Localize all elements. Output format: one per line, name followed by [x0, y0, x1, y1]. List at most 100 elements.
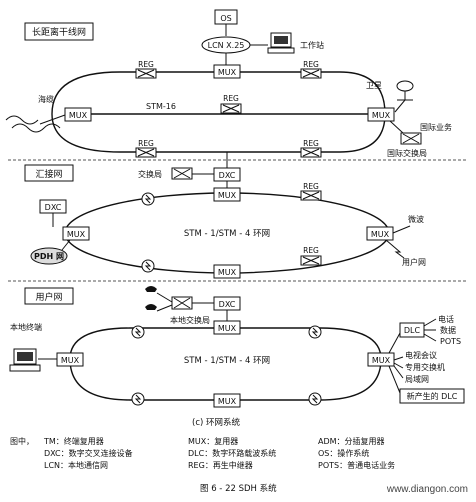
mux-top-label: MUX — [218, 68, 237, 77]
mux-left-label: MUX — [69, 111, 88, 120]
intl-service-label: 国际业务 — [420, 122, 452, 132]
reg-hub-bottom-label: REG — [303, 246, 319, 255]
mux-hub-bottom-label: MUX — [218, 268, 237, 277]
pdh-label: PDH 网 — [34, 252, 64, 261]
hub-ring-label: STM - 1/STM - 4 环网 — [184, 229, 270, 239]
mux-right-label: MUX — [372, 111, 391, 120]
local-exchange-icon — [173, 297, 191, 309]
watermark: www.diangon.com — [386, 484, 468, 495]
hub-section: 汇接网 交换局 DXC MUX MUX DXC MUX PDH 网 MUX 微波… — [24, 164, 426, 279]
user-net-arrow — [385, 239, 405, 259]
workstation-icon — [267, 32, 295, 54]
lightning-icon-2 — [144, 261, 152, 271]
long-distance-section: 长距离干线网 OS LCN X.25 工作站 MUX REG REG STM-1 — [5, 9, 452, 168]
mux-top — [213, 64, 241, 79]
mux-user-bottom-label: MUX — [218, 397, 237, 406]
stm16-label: STM-16 — [146, 102, 176, 111]
subfigure-caption: (c) 环网系统 — [192, 417, 241, 428]
dxc-hub-label: DXC — [219, 171, 236, 180]
mux-user-right-label: MUX — [372, 356, 391, 365]
dxc-user-label: DXC — [219, 300, 236, 309]
lightning-icon-6 — [311, 394, 319, 404]
private-exchange-label: 专用交换机 — [405, 362, 445, 372]
reg-mid-icon — [222, 104, 240, 113]
dlc-fanout — [423, 318, 437, 342]
pdh-ellipse — [30, 247, 68, 265]
lightning-icon-1 — [144, 194, 152, 204]
figure-title: 图 6 - 22 SDH 系统 — [200, 483, 277, 494]
mux-hub-left-label: MUX — [67, 230, 86, 239]
pots-label: POTS — [440, 337, 461, 346]
mux-hub-right — [366, 226, 394, 241]
legend-cell: LCN：本地通信网 — [44, 460, 108, 470]
workstation-label: 工作站 — [300, 40, 324, 50]
mux-hub-bottom — [213, 264, 241, 279]
local-exchange-label: 本地交换局 — [170, 315, 210, 325]
new-dlc-label: 新产生的 DLC — [407, 391, 458, 401]
tv-conference-label: 电视会议 — [405, 350, 437, 360]
new-dlc-link — [388, 365, 401, 394]
section-label-box — [24, 22, 94, 41]
legend-cell: POTS：普通电话业务 — [318, 460, 395, 470]
mux-right — [367, 107, 395, 122]
intl-exchange-label: 国际交换局 — [387, 148, 427, 158]
intl-exchange-link — [389, 120, 404, 134]
reg-tl-icon — [137, 69, 155, 78]
reg-bl-icon — [137, 148, 155, 157]
mux-hub-right-label: MUX — [371, 230, 390, 239]
outer-ring-bottom — [51, 113, 386, 153]
local-terminal-label: 本地终端 — [10, 322, 42, 332]
legend-cell: DLC：数字环路载波系统 — [188, 448, 276, 458]
reg-br-icon — [302, 148, 320, 157]
submarine-cable-wave2 — [5, 115, 39, 125]
reg-tr-icon — [302, 69, 320, 78]
user-section: 用户网 本地交换局 DXC MUX MUX MUX MUX — [9, 286, 465, 408]
submarine-cable-link — [39, 114, 66, 125]
lcn-label: LCN X.25 — [208, 41, 245, 50]
intl-exchange-icon — [402, 133, 420, 144]
lightning-icon-3 — [134, 327, 142, 337]
exchange-label: 交换局 — [138, 169, 162, 179]
mux-user-left-label: MUX — [61, 356, 80, 365]
legend-title: 图中， — [10, 436, 34, 446]
mux-hub-top-label: MUX — [218, 191, 237, 200]
private-net-fanout — [393, 356, 404, 379]
telephone-label: 电话 — [438, 314, 454, 324]
legend: 图中， TM：终端复用器 MUX：复用器 ADM：分插复用器 DXC：数字交叉连… — [10, 436, 395, 470]
reg-br-label: REG — [303, 139, 319, 148]
legend-cell: ADM：分插复用器 — [318, 436, 385, 446]
new-dlc-box — [399, 388, 465, 404]
legend-cell: REG：再生中继器 — [188, 460, 253, 470]
microwave-link — [392, 225, 411, 234]
phone-link-2 — [156, 304, 173, 312]
dxc-left-label: DXC — [45, 203, 62, 212]
satellite-label: 卫星 — [366, 81, 382, 90]
mux-user-bottom — [213, 393, 241, 408]
mux-user-top-label: MUX — [218, 324, 237, 333]
reg-tl-label: REG — [138, 60, 154, 69]
mux-hub-left — [62, 226, 90, 241]
pdh-link — [61, 239, 71, 251]
data-label: 数据 — [440, 325, 456, 335]
user-ring-label: STM - 1/STM - 4 环网 — [184, 356, 270, 366]
satellite-dish-icon — [396, 80, 414, 101]
lightning-icon-5 — [134, 394, 142, 404]
section-label-hub: 汇接网 — [35, 168, 62, 180]
lan-label: 局域网 — [405, 374, 429, 384]
section-label-long-distance: 长距离干线网 — [32, 26, 86, 38]
submarine-cable-wave — [11, 123, 61, 133]
legend-cell: MUX：复用器 — [188, 436, 238, 446]
reg-mid-label: REG — [223, 94, 239, 103]
mux-hub-top — [213, 187, 241, 202]
telephone-icon — [145, 286, 157, 310]
reg-hub-top-icon — [302, 191, 320, 200]
exchange-icon — [173, 168, 191, 179]
section-label-box-user — [24, 287, 74, 305]
satellite-link — [394, 99, 406, 113]
user-net-label: 用户网 — [402, 257, 426, 267]
lightning-icon-4 — [311, 327, 319, 337]
legend-cell: DXC：数字交叉连接设备 — [44, 448, 133, 458]
reg-tr-label: REG — [303, 60, 319, 69]
mux-left — [64, 107, 92, 122]
